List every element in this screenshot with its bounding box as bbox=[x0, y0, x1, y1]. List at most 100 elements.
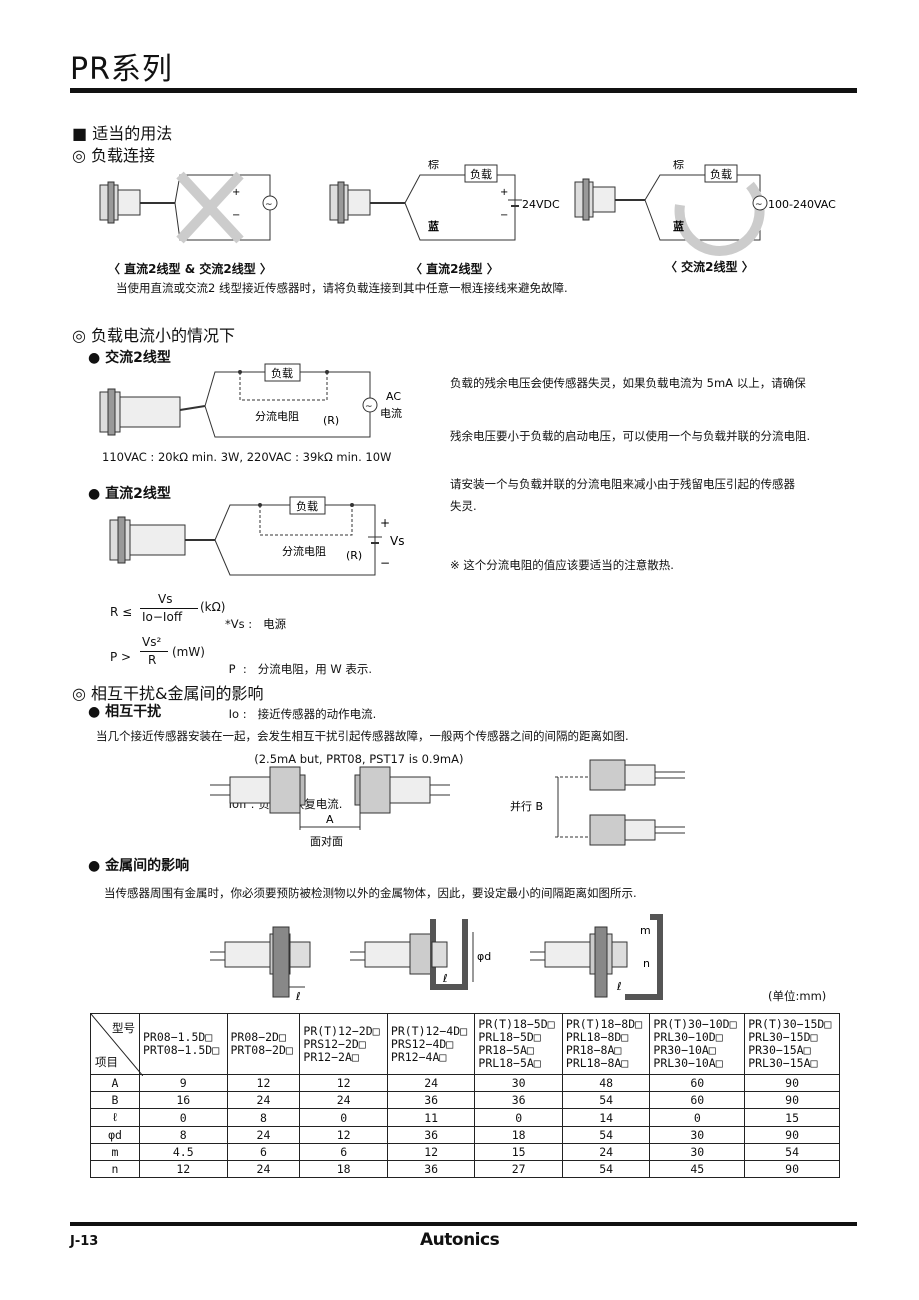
dc-supply-label: 24VDC bbox=[522, 198, 560, 211]
header-divider bbox=[70, 88, 857, 93]
caption-dc: 〈 直流2线型 〉 bbox=[410, 262, 499, 276]
model-col-5: PR(T)18−5D□PRL18−5D□PR18−5A□PRL18−5A□ bbox=[474, 1013, 563, 1075]
metal-text: 当传感器周围有金属时，你必须要预防被检测物以外的金属物体，因此，要设定最小的间隔… bbox=[104, 886, 637, 900]
model-header-label: 型号 bbox=[112, 1021, 135, 1035]
diagram-wrong-connection: + − ~ bbox=[99, 171, 278, 244]
model-col-1: PR08−1.5D□PRT08−1.5D□ bbox=[139, 1013, 228, 1075]
ac2-circuit-diagram: 负载 分流电阻 (R) ~ AC 电流 bbox=[99, 363, 402, 438]
small-load-para3b: 失灵. bbox=[450, 499, 477, 513]
mutual-text: 当几个接近传感器安装在一起，会发生相互干扰引起传感器故障，一般两个传感器之间的间… bbox=[96, 729, 629, 743]
minus-sign: − bbox=[380, 556, 390, 570]
vs-label: Vs bbox=[390, 534, 404, 548]
plus-sign: + bbox=[232, 187, 240, 198]
brown-wire-label: 棕 bbox=[673, 160, 684, 171]
resistor-symbol-label: (R) bbox=[323, 414, 339, 427]
row-label: ℓ bbox=[90, 1108, 140, 1127]
load-label: 负载 bbox=[470, 167, 492, 181]
dimension-m-label: m bbox=[640, 924, 651, 937]
brown-wire-label: 棕 bbox=[428, 160, 439, 171]
diagram-dc-connection: 负载 棕 蓝 + − 24VDC bbox=[329, 160, 560, 241]
dc2-heading: ● 直流2线型 bbox=[88, 486, 171, 502]
parallel-b-label: 并行 B bbox=[510, 799, 543, 813]
load-box bbox=[264, 363, 301, 382]
def-p: P : 分流电阻，用 W 表示. bbox=[225, 662, 373, 676]
svg-text:~: ~ bbox=[365, 402, 373, 412]
table-header-row: 型号 项目 PR08−1.5D□PRT08−1.5D□ PR08−2D□PRT0… bbox=[90, 1013, 840, 1076]
row-label: B bbox=[90, 1091, 140, 1109]
diagram-ac-connection: 负载 棕 蓝 ~ 100-240VAC bbox=[574, 160, 836, 256]
table-corner-cell: 型号 项目 bbox=[90, 1013, 143, 1076]
small-load-para1: 负载的残余电压会使传感器失灵，如果负载电流为 5mA 以上，请确保 bbox=[450, 376, 806, 390]
mutual-heading: ● 相互干扰 bbox=[88, 704, 162, 720]
page-title: PR系列 bbox=[70, 52, 173, 87]
model-col-3: PR(T)12−2D□PRS12−2D□PR12−2A□ bbox=[299, 1013, 388, 1075]
ac2-heading: ● 交流2线型 bbox=[88, 350, 171, 366]
model-col-8: PR(T)30−15D□PRL30−15D□PR30−15A□PRL30−15A… bbox=[744, 1013, 840, 1075]
dimension-d-label: φd bbox=[477, 950, 491, 963]
shunt-resistor-label: 分流电阻 bbox=[255, 409, 299, 423]
ac-source-icon bbox=[752, 195, 768, 211]
load-label: 负载 bbox=[271, 366, 293, 380]
minus-sign: − bbox=[232, 210, 240, 221]
metal-heading: ● 金属间的影响 bbox=[88, 858, 190, 874]
interference-heading: ◎ 相互干扰&金属间的影响 bbox=[72, 684, 264, 703]
load-box bbox=[464, 164, 498, 183]
plus-sign: + bbox=[500, 187, 508, 198]
resistor-symbol-label: (R) bbox=[346, 549, 362, 562]
small-load-para2: 残余电压要小于负载的启动电压，可以使用一个与负载并联的分流电阻. bbox=[450, 429, 811, 443]
footer-divider bbox=[70, 1222, 857, 1226]
load-box bbox=[289, 496, 326, 515]
caption-ac: 〈 交流2线型 〉 bbox=[665, 260, 754, 274]
unit-label: (单位:mm) bbox=[768, 989, 827, 1003]
ac-supply-label: 100-240VAC bbox=[768, 198, 836, 211]
load-label: 负载 bbox=[710, 167, 732, 181]
dimension-n-label: n bbox=[643, 957, 650, 970]
svg-text:~: ~ bbox=[265, 200, 273, 210]
shunt-resistor-label: 分流电阻 bbox=[282, 544, 326, 558]
row-label: A bbox=[90, 1074, 140, 1092]
def-vs: *Vs : 电源 bbox=[225, 617, 287, 631]
dc2-circuit-diagram: 负载 分流电阻 (R) + − Vs bbox=[109, 496, 404, 576]
small-load-note: ※ 这个分流电阻的值应该要适当的注意散热. bbox=[450, 558, 674, 572]
ac-source-icon bbox=[362, 397, 378, 413]
row-label: φd bbox=[90, 1126, 140, 1144]
load-connection-heading: ◎ 负载连接 bbox=[72, 146, 156, 165]
ac-label: AC bbox=[386, 390, 401, 403]
load-connection-diagrams: + − ~ 负载 棕 蓝 + − 24VDC 负载 棕 蓝 ~ 100-240V… bbox=[99, 160, 836, 256]
section-usage-heading: ■ 适当的用法 bbox=[72, 124, 173, 143]
page-number: J-13 bbox=[70, 1234, 99, 1249]
def-io: Io : 接近传感器的动作电流. bbox=[225, 707, 377, 721]
def-io-note: (2.5mA but, PRT08, PST17 is 0.9mA) bbox=[225, 752, 464, 766]
model-col-2: PR08−2D□PRT08−2D□ bbox=[226, 1013, 301, 1075]
current-label: 电流 bbox=[380, 406, 402, 420]
blue-wire-label: 蓝 bbox=[428, 219, 439, 233]
svg-text:~: ~ bbox=[755, 200, 763, 210]
small-load-heading: ◎ 负载电流小的情况下 bbox=[72, 326, 236, 345]
brand-logo: Autonics bbox=[420, 1230, 500, 1250]
dimension-l-label: ℓ bbox=[295, 990, 301, 1003]
item-header-label: 项目 bbox=[95, 1055, 118, 1069]
dimension-l-label: ℓ bbox=[442, 972, 448, 985]
small-load-para3a: 请安装一个与负载并联的分流电阻来减小由于残留电压引起的传感器 bbox=[450, 477, 795, 491]
model-col-7: PR(T)30−10D□PRL30−10D□PR30−10A□PRL30−10A… bbox=[649, 1013, 746, 1075]
caption-dc-and-ac: 〈 直流2线型 & 交流2线型 〉 bbox=[108, 262, 272, 276]
dimension-l-label: ℓ bbox=[616, 980, 622, 993]
ac2-resistor-spec: 110VAC : 20kΩ min. 3W, 220VAC : 39kΩ min… bbox=[102, 450, 392, 464]
metal-influence-diagram: ℓ φd ℓ m n ℓ bbox=[210, 914, 663, 1003]
ac-source-icon bbox=[262, 195, 278, 211]
load-label: 负载 bbox=[296, 499, 318, 513]
row-label: n bbox=[90, 1160, 140, 1178]
model-col-6: PR(T)18−8D□PRL18−8D□PR18−8A□PRL18−8A□ bbox=[561, 1013, 651, 1075]
distance-spec-table: 型号 项目 PR08−1.5D□PRT08−1.5D□ PR08−2D□PRT0… bbox=[90, 1013, 840, 1178]
blue-wire-label: 蓝 bbox=[673, 219, 684, 233]
row-label: m bbox=[90, 1143, 140, 1161]
minus-sign: − bbox=[500, 210, 508, 221]
model-col-4: PR(T)12−4D□PRS12−4D□PR12−4A□ bbox=[386, 1013, 476, 1075]
plus-sign: + bbox=[380, 516, 390, 530]
